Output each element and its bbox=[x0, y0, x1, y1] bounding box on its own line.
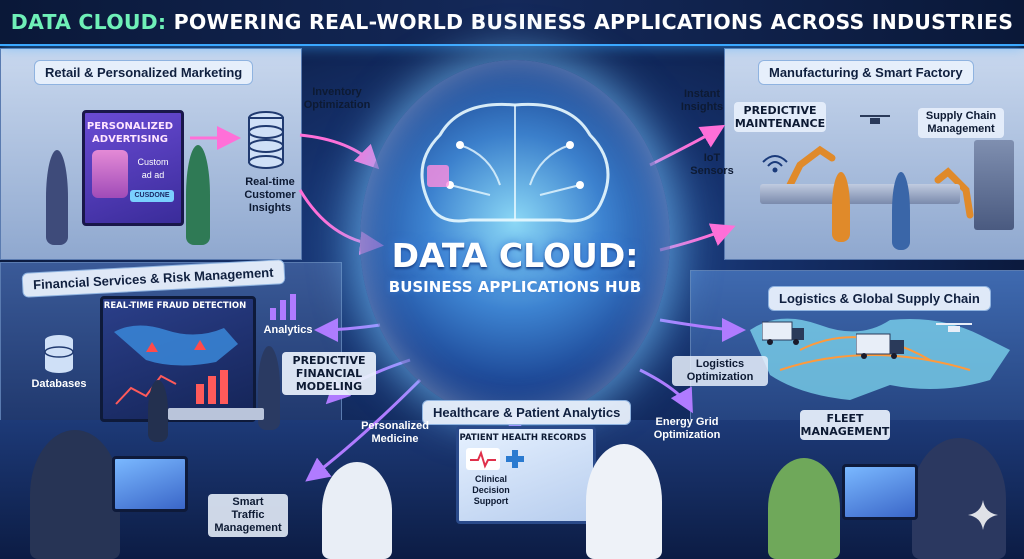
wifi-icon bbox=[762, 155, 788, 173]
businessman-right bbox=[912, 438, 1006, 559]
fraud-detection-title: REAL-TIME FRAUD DETECTION bbox=[103, 301, 247, 311]
robot-arm-icon bbox=[786, 145, 836, 189]
ad-title-line1: PERSONALIZED bbox=[86, 121, 174, 132]
doctor-man bbox=[586, 444, 662, 559]
truck-icon-2 bbox=[856, 333, 904, 359]
predictive-modeling-label: PREDICTIVE FINANCIAL MODELING bbox=[282, 352, 376, 395]
analytics-label: Analytics bbox=[263, 324, 313, 336]
instant-insights-label: Instant Insights bbox=[680, 88, 724, 113]
databases-icon bbox=[44, 335, 74, 373]
personalized-ad-screen bbox=[82, 110, 184, 226]
hub-subtitle: BUSINESS APPLICATIONS HUB bbox=[388, 278, 642, 296]
sparkle-icon bbox=[968, 500, 998, 530]
patient-records-title: PATIENT HEALTH RECORDS bbox=[459, 433, 587, 443]
heart-rate-icon bbox=[466, 448, 500, 470]
truck-icon bbox=[762, 321, 804, 345]
ad-person-avatar bbox=[92, 150, 128, 198]
retail-staff-figure bbox=[186, 145, 210, 245]
businessman-left bbox=[30, 430, 120, 559]
database-icon bbox=[248, 111, 284, 169]
realtime-insights-label: Real-time Customer Insights bbox=[244, 176, 296, 214]
section-manufacturing: Manufacturing & Smart Factory bbox=[758, 60, 974, 85]
medical-cross-icon bbox=[506, 450, 524, 468]
ad-button[interactable]: CUSDONE bbox=[130, 190, 174, 202]
section-logistics: Logistics & Global Supply Chain bbox=[768, 286, 991, 311]
banner bbox=[0, 0, 1024, 46]
desk bbox=[168, 408, 264, 420]
page-title-rest: POWERING REAL-WORLD BUSINESS APPLICATION… bbox=[166, 10, 1014, 34]
conveyor-belt bbox=[760, 184, 960, 204]
ad-custom-text: Custom ad ad bbox=[137, 157, 169, 180]
server-rack bbox=[974, 140, 1014, 230]
analyst-figure bbox=[148, 380, 168, 442]
page-title-prefix: DATA CLOUD: bbox=[10, 10, 167, 34]
ad-title-line2: ADVERTISING bbox=[92, 134, 168, 145]
logistics-optimization-label: Logistics Optimization bbox=[672, 356, 768, 386]
supply-chain-label: Supply Chain Management bbox=[918, 108, 1004, 138]
predictive-maintenance-label: PREDICTIVE MAINTENANCE bbox=[734, 102, 826, 132]
factory-worker-2 bbox=[892, 172, 910, 250]
factory-worker-1 bbox=[832, 172, 850, 242]
brain-icon bbox=[420, 102, 610, 223]
personalized-medicine-label: Personalized Medicine bbox=[361, 420, 429, 445]
inventory-optimization-label: Inventory Optimization bbox=[303, 86, 371, 111]
robot-arm-icon-2 bbox=[934, 167, 974, 219]
drone-icon bbox=[860, 115, 890, 124]
section-retail: Retail & Personalized Marketing bbox=[34, 60, 254, 85]
databases-label: Databases bbox=[31, 378, 87, 390]
energy-grid-label: Energy Grid Optimization bbox=[653, 416, 721, 441]
fraud-map-chart bbox=[114, 325, 238, 405]
doctor-woman bbox=[322, 462, 392, 559]
shopper-figure bbox=[46, 150, 68, 245]
drone-icon-logistics bbox=[936, 323, 972, 332]
smart-traffic-label: Smart Traffic Management bbox=[208, 494, 288, 537]
tablet-left bbox=[112, 456, 188, 512]
clinical-decision-label: Clinical Decision Support bbox=[472, 474, 510, 506]
patient-records-screen bbox=[456, 426, 596, 524]
tablet-right bbox=[842, 464, 918, 520]
analytics-bar-icon bbox=[270, 294, 296, 320]
page-title: DATA CLOUD: POWERING REAL-WORLD BUSINESS… bbox=[0, 0, 1024, 44]
engineer-woman bbox=[768, 458, 840, 559]
fleet-management-label: FLEET MANAGEMENT bbox=[800, 410, 890, 440]
section-healthcare: Healthcare & Patient Analytics bbox=[422, 400, 632, 425]
hub-title: DATA CLOUD: bbox=[391, 236, 639, 275]
iot-sensors-label: IoT Sensors bbox=[690, 152, 734, 177]
